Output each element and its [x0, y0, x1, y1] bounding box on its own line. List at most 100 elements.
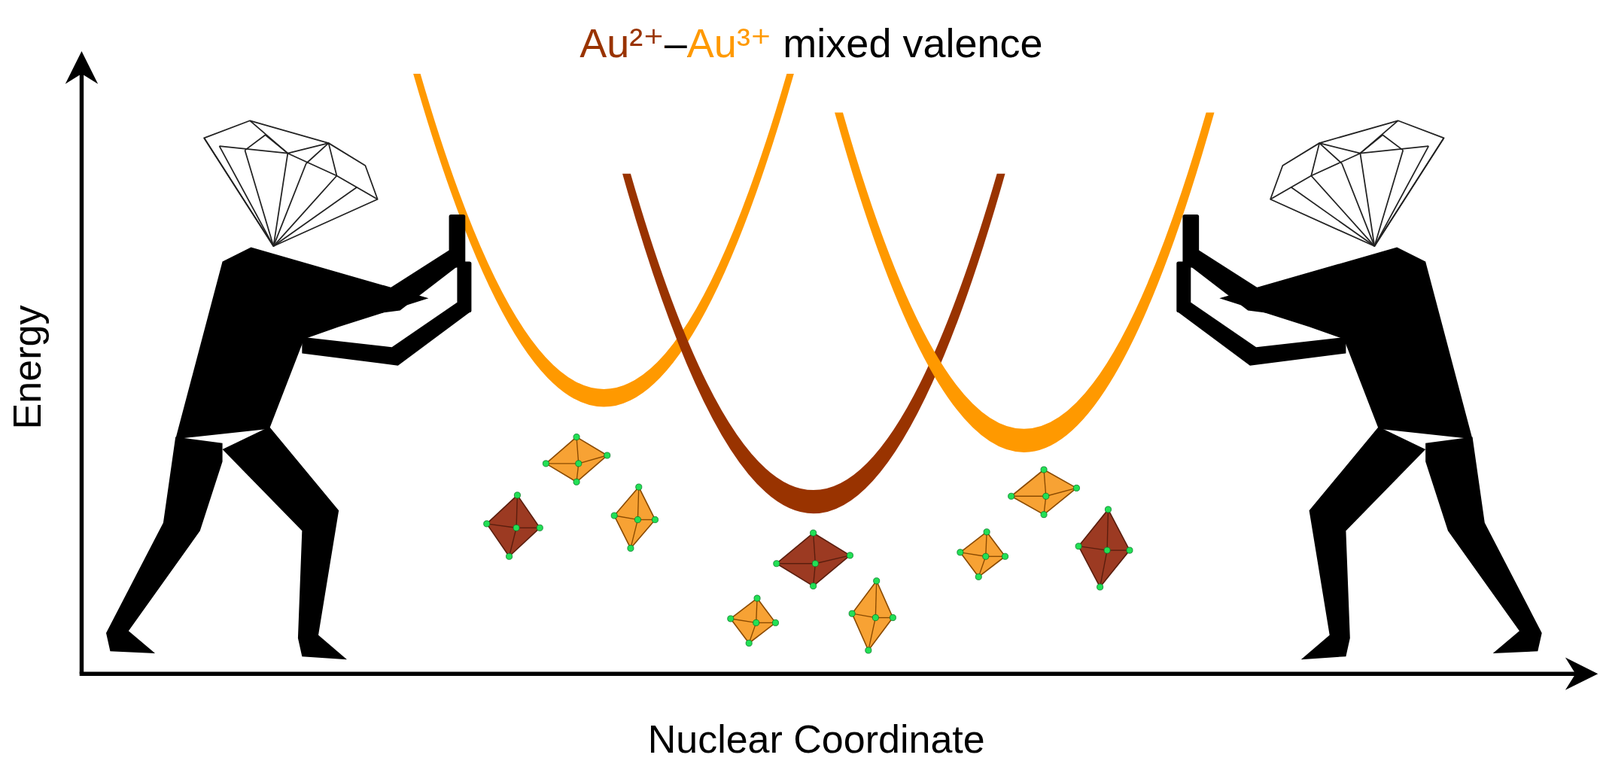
ligand-atom [1001, 553, 1008, 560]
ligand-atom [635, 483, 642, 490]
octahedron-edge [630, 519, 638, 548]
ligand-atom [483, 520, 490, 527]
octahedron-edge [730, 618, 757, 623]
axis-arrowhead [65, 51, 98, 84]
octahedron-edge [985, 532, 987, 557]
ligand-atom [611, 512, 618, 519]
octahedron-face [614, 486, 655, 548]
octahedron-edge [875, 580, 877, 618]
ligand-atom [573, 434, 580, 441]
octahedron-edge [1100, 550, 1108, 588]
ligand-atom [873, 577, 880, 585]
octahedron-edge [813, 532, 816, 564]
axis-arrowhead [1565, 657, 1598, 690]
ligand-atom [957, 549, 964, 556]
ligand-atom [513, 524, 520, 531]
octahedron-edge [776, 562, 816, 564]
octahedron-edge [486, 523, 517, 528]
octahedron-face [776, 532, 851, 587]
ligand-atom [872, 614, 879, 621]
ligand-atom [810, 583, 817, 590]
octahedron [483, 492, 544, 560]
octahedron-edge [545, 462, 578, 464]
ligand-atom [542, 460, 549, 467]
ligand-atom [514, 492, 521, 499]
octahedron-edge [1046, 487, 1077, 496]
ligand-atom [983, 529, 990, 536]
ligand-atom [1073, 484, 1080, 491]
octahedron-face [486, 495, 541, 557]
octahedron-face [960, 532, 1006, 578]
octahedron [957, 529, 1009, 581]
octahedron-face [730, 598, 776, 644]
ligand-atom [627, 544, 634, 551]
octahedron [611, 483, 658, 551]
pushing-figure [106, 120, 472, 660]
octahedron-edge [578, 455, 608, 464]
octahedron-edge [614, 515, 638, 520]
octahedron-edge [576, 437, 579, 464]
octahedron-edge [868, 617, 876, 651]
octahedron-edge [516, 495, 518, 528]
au3-curve [834, 112, 1214, 453]
ligand-atom [1008, 492, 1015, 499]
ligand-atom [982, 553, 989, 560]
octahedron [542, 434, 610, 486]
ligand-atom [1040, 511, 1047, 518]
ligand-atom [506, 553, 513, 560]
ligand-atom [889, 614, 896, 621]
octahedron [1008, 466, 1080, 518]
au3-curve [413, 73, 794, 408]
ligand-atom [575, 460, 582, 467]
ligand-atom [1040, 466, 1047, 473]
octahedron-edge [1011, 495, 1047, 497]
octahedron-edge [1078, 546, 1108, 551]
octahedron-edge [851, 613, 876, 618]
axes [79, 63, 1580, 674]
octahedron [1075, 506, 1133, 591]
octahedron [727, 595, 779, 647]
ligand-atom [573, 478, 580, 485]
octahedron-edge [637, 486, 639, 520]
pushing-figure [1176, 120, 1542, 660]
ligand-atom [1104, 506, 1111, 513]
ligand-atom [604, 452, 611, 459]
octahedron-face [1011, 469, 1077, 515]
octahedron-edge [516, 527, 540, 529]
ligand-atom [1097, 584, 1104, 591]
axis-label: Nuclear Coordinate [647, 717, 986, 763]
ligand-atom [754, 595, 761, 602]
ligand-atom [810, 529, 817, 536]
octahedron [773, 529, 854, 590]
octahedron-edge [1107, 509, 1108, 551]
ligand-atom [634, 516, 641, 523]
octahedron-face [1078, 509, 1130, 588]
octahedra [483, 434, 1133, 654]
ligand-atom [846, 552, 853, 559]
octahedron-face [545, 437, 607, 483]
octahedron-edge [756, 598, 758, 624]
ligand-atom [773, 560, 780, 567]
octahedron-edge [815, 555, 850, 564]
ligand-atom [1104, 547, 1111, 554]
ligand-atom [848, 610, 855, 617]
ligand-atom [1075, 543, 1082, 550]
ligand-atom [865, 647, 872, 654]
au2-curve [622, 173, 1005, 515]
ligand-atom [536, 524, 543, 531]
ligand-atom [1126, 547, 1133, 554]
ligand-atom [772, 619, 779, 626]
ligand-atom [727, 615, 734, 622]
ligand-atom [651, 516, 658, 523]
octahedron-edge [813, 563, 816, 587]
ligand-atom [975, 573, 982, 580]
ligand-atom [753, 619, 760, 626]
octahedron-face [851, 580, 893, 651]
octahedron-edge [960, 552, 986, 557]
octahedron-edge [509, 527, 517, 557]
octahedron-edge [1043, 469, 1047, 496]
ligand-atom [745, 639, 752, 646]
axis-label: Energy [5, 305, 51, 430]
ligand-atom [1043, 492, 1050, 499]
